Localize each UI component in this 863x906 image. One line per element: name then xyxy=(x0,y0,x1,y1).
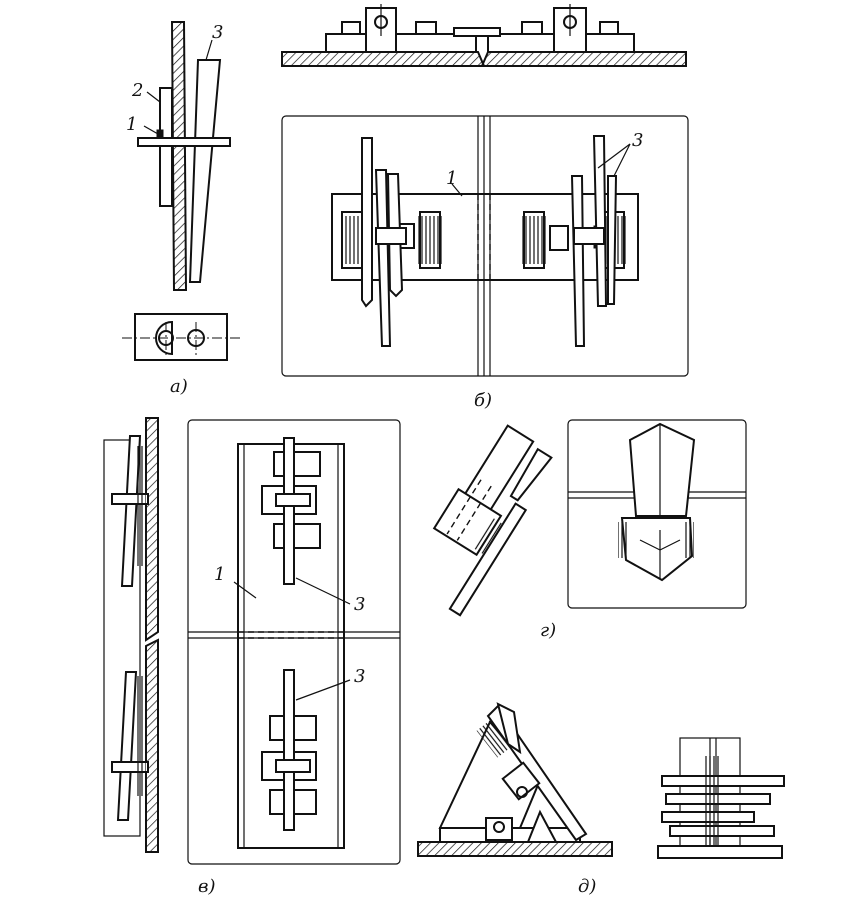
label-view-g: г) xyxy=(540,620,556,641)
view-v: 1 3 3 в) xyxy=(103,417,401,897)
clamp-block xyxy=(501,761,541,801)
label-part-2: 2 xyxy=(131,80,143,101)
wedge xyxy=(116,671,138,821)
wedge xyxy=(570,175,586,347)
view-b: 1 3 б) xyxy=(281,4,689,411)
pin xyxy=(137,137,231,147)
base-plate-section xyxy=(417,841,613,857)
strap-plate xyxy=(331,193,639,281)
plate-left-section xyxy=(281,51,486,67)
plate-right-section xyxy=(480,51,687,67)
label-part-1: 1 xyxy=(126,114,137,135)
wedge xyxy=(120,435,142,587)
plate-strip xyxy=(448,502,528,617)
angle-piece xyxy=(628,422,696,517)
label-view-b: б) xyxy=(474,390,492,411)
label-part-1: 1 xyxy=(446,168,457,189)
wedge xyxy=(188,59,222,283)
label-view-d: д) xyxy=(578,876,596,897)
top-bar-left xyxy=(325,33,477,53)
label-part-1: 1 xyxy=(214,564,225,585)
clamp-plan xyxy=(134,313,228,361)
wedge xyxy=(374,169,392,347)
wedge xyxy=(283,437,295,585)
stack-plate xyxy=(661,775,785,787)
label-view-a: а) xyxy=(170,376,188,397)
plate-section xyxy=(170,21,188,291)
view-a: 1 2 3 а) xyxy=(122,21,240,397)
wedge xyxy=(283,669,295,831)
wedge xyxy=(361,137,373,308)
plan-frame xyxy=(567,419,747,609)
view-g: г) xyxy=(432,419,747,641)
plan-frame xyxy=(187,419,401,865)
label-part-3: 3 xyxy=(354,594,365,615)
plate-upper-section xyxy=(145,417,159,642)
label-part-3: 3 xyxy=(632,130,643,151)
base-plate xyxy=(657,845,783,859)
view-d: д) xyxy=(417,702,785,897)
label-part-3: 3 xyxy=(354,666,365,687)
label-part-3: 3 xyxy=(212,22,223,43)
plan-frame xyxy=(281,115,689,377)
label-view-v: в) xyxy=(198,876,216,897)
plate-lower-section xyxy=(145,638,159,853)
